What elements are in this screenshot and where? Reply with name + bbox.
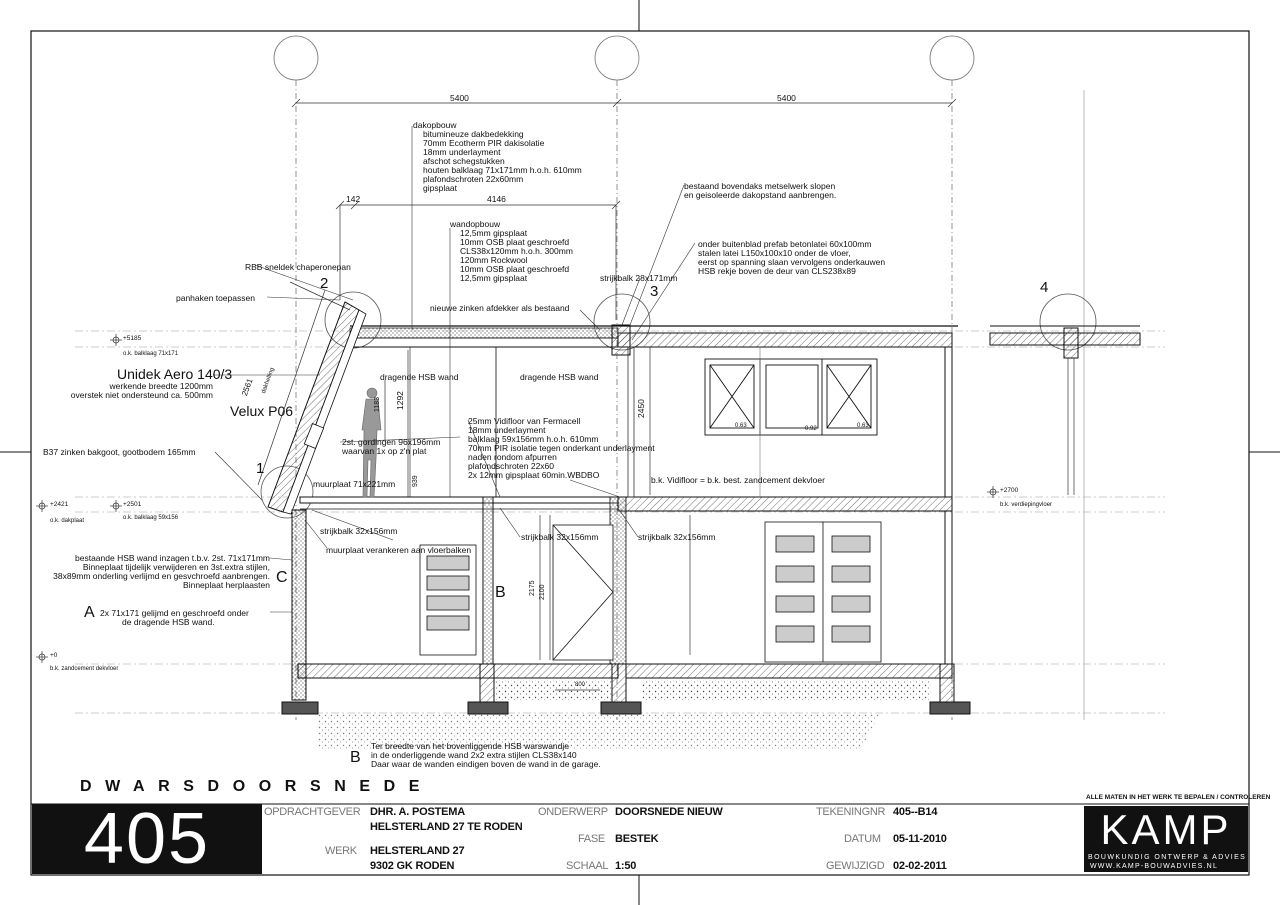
label-strijkbalk-3: strijkbalk 32x156mm (638, 532, 716, 542)
first-floor (299, 496, 627, 665)
dim-5400-left: 5400 (450, 93, 469, 103)
tb-werk-2: 9302 GK RODEN (370, 860, 455, 872)
label-muurplaat-verankeren: muurplaat verankeren aan vloerbalken (326, 545, 472, 555)
tb-key-tekeningnr: TEKENINGNR (816, 806, 886, 818)
logo-tagline: BOUWKUNDIG ONTWERP & ADVIES (1088, 854, 1247, 861)
label-rbb: RBB sneldek chaperonepan (245, 262, 351, 272)
detail-number-3: 3 (650, 283, 659, 300)
dim-4146: 4146 (487, 194, 506, 204)
tb-opdrachtgever-2: HELSTERLAND 27 TE RODEN (370, 821, 523, 833)
label-panhaken: panhaken toepassen (176, 293, 255, 303)
sheet-number: 405 (32, 803, 262, 875)
tb-werk-1: HELSTERLAND 27 (370, 845, 465, 857)
label-unidek-sub: werkende breedte 1200mm overstek niet on… (70, 381, 213, 400)
upper-windows (704, 358, 878, 436)
label-muurplaat: muurplaat 71x221mm (313, 479, 396, 489)
tb-schaal: 1:50 (615, 860, 637, 872)
tb-key-gewijzigd: GEWIJZIGD (826, 860, 885, 872)
detail-number-2: 2 (320, 275, 329, 292)
dim-939: 939 (412, 475, 419, 487)
tb-fase: BESTEK (615, 833, 659, 845)
note-bovendaks: bestaand bovendaks metselwerk slopen en … (684, 181, 837, 200)
window-area-2: 0.92 (805, 426, 817, 432)
lower-doors (419, 347, 882, 663)
dim-1183: 1183 (374, 396, 381, 412)
drawing-title: DWARSDOORSNEDE (80, 778, 434, 795)
note-hsb-inzagen: bestaande HSB wand inzagen t.b.v. 2st. 7… (53, 553, 270, 590)
dim-800: 800 (575, 682, 586, 688)
dim-5400-right: 5400 (777, 93, 796, 103)
window-area-3: 0.63 (857, 423, 869, 429)
letter-a: A (84, 604, 95, 621)
sheet-border (30, 30, 1250, 876)
note-maten: ALLE MATEN IN HET WERK TE BEPALEN / CONT… (1086, 794, 1271, 801)
flat-roof-left (349, 325, 619, 348)
tb-key-schaal: SCHAAL (566, 860, 609, 872)
note-latei: onder buitenblad prefab betonlatei 60x10… (698, 239, 886, 276)
level-2700: +2700 (1000, 487, 1019, 494)
label-bakgoot: B37 zinken bakgoot, gootbodem 165mm (43, 447, 196, 457)
label-strijkbalk-1: strijkbalk 32x156mm (320, 526, 398, 536)
label-unidek: Unidek Aero 140/3 (117, 366, 233, 382)
level-2421-desc: o.k. dakplaat (50, 518, 85, 524)
tb-key-onderwerp: ONDERWERP (538, 806, 608, 818)
level-2501-desc: o.k. balklaag 59x156 (123, 515, 179, 521)
dim-2100: 2100 (539, 584, 546, 600)
leader-lines (213, 126, 696, 613)
label-strijkbalk-2: strijkbalk 32x156mm (521, 532, 599, 542)
level-5185: +5185 (123, 335, 142, 342)
detail-number-4: 4 (1040, 279, 1049, 296)
note-wandopbouw: wandopbouw 12,5mm gipsplaat 10mm OSB pla… (450, 219, 573, 283)
tb-datum: 05-11-2010 (893, 833, 947, 845)
walls (291, 347, 955, 705)
sloped-roof (267, 301, 367, 515)
level-5185-desc: o.k. balklaag 71x171 (123, 351, 179, 357)
level-2700-desc: b.k. verdiepingvloer (1000, 502, 1053, 508)
tb-gewijzigd: 02-02-2011 (893, 860, 947, 872)
dim-2450: 2450 (636, 399, 646, 418)
note-vloer: 25mm Vidifloor van Fermacell 18mm underl… (468, 416, 655, 480)
logo-url: WWW.KAMP-BOUWADVIES.NL (1090, 863, 1219, 870)
letter-b: B (495, 584, 506, 601)
kamp-logo: KAMP BOUWKUNDIG ONTWERP & ADVIES WWW.KAM… (1084, 806, 1248, 872)
dim-142: 142 (346, 194, 361, 204)
right-structure (611, 324, 1141, 679)
letter-b-note: B (350, 749, 361, 766)
label-dragend-2: dragende HSB wand (520, 372, 599, 382)
tb-key-werk: WERK (325, 845, 357, 857)
note-b: Ter breedte van het bovenliggende HSB wa… (371, 741, 601, 769)
dim-2175: 2175 (529, 580, 536, 596)
level-0: +0 (50, 652, 58, 659)
label-zinken-afdekker: nieuwe zinken afdekker als bestaand (430, 303, 570, 313)
dim-1292: 1292 (395, 391, 405, 410)
window-area-1: 0.63 (735, 423, 747, 429)
note-dakopbouw: dakopbouw bitumineuze dakbedekking 70mm … (413, 120, 582, 193)
tb-key-fase: FASE (578, 833, 605, 845)
label-vidifloor: b.k. Vidifloor = b.k. best. zandcement d… (651, 475, 825, 485)
detail-circles (260, 291, 1097, 519)
tb-key-datum: DATUM (844, 833, 881, 845)
label-strijkbalk-4: strijkbalk 28x171mm (600, 273, 678, 283)
label-gordingen: 2st. gordingen 96x196mm waarvan 1x op z'… (342, 437, 441, 456)
dimension-lines (257, 98, 957, 691)
tb-key-opdrachtgever: OPDRACHTGEVER (264, 806, 361, 818)
level-2501: +2501 (123, 501, 142, 508)
note-a: 2x 71x171 gelijmd en geschroefd onder de… (100, 608, 249, 627)
letter-c: C (276, 569, 288, 586)
level-markers (36, 334, 999, 663)
level-0-desc: b.k. zandcement dekvloer (50, 666, 119, 672)
logo-name: KAMP (1100, 806, 1232, 853)
label-dragend-1: dragende HSB wand (380, 372, 459, 382)
detail-number-1: 1 (256, 460, 265, 477)
tb-tekeningnr: 405--B14 (893, 806, 938, 818)
tb-onderwerp: DOORSNEDE NIEUW (615, 806, 723, 818)
person-figure (361, 387, 382, 498)
level-2421: +2421 (50, 501, 69, 508)
label-velux: Velux P06 (230, 403, 294, 419)
foundations (281, 701, 971, 715)
tb-opdrachtgever-1: DHR. A. POSTEMA (370, 806, 465, 818)
